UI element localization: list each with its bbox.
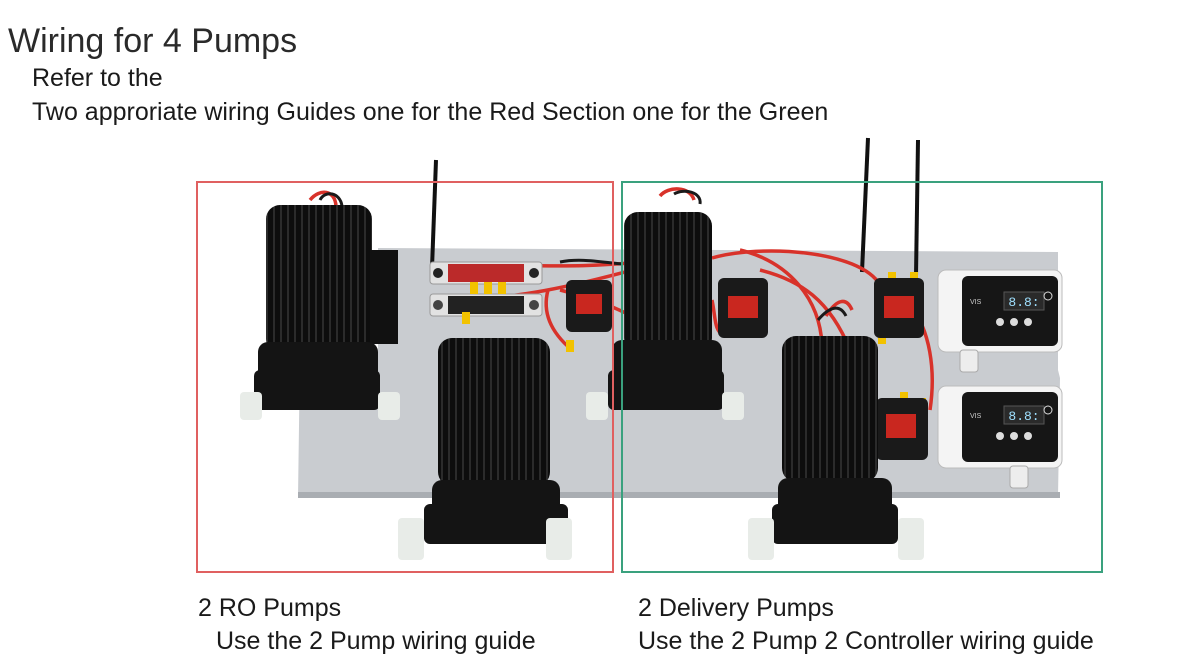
ring-terminal (566, 340, 574, 352)
intro-line-2: Two approriate wiring Guides one for the… (32, 98, 829, 126)
red-section-guide: Use the 2 Pump wiring guide (216, 627, 536, 655)
red-wire (711, 249, 882, 286)
power-icon (1043, 405, 1053, 415)
green-section-box (621, 181, 1103, 573)
delivery-pump-lower (748, 336, 924, 560)
ro-pump-upper (240, 205, 400, 420)
ro-pump-lower (398, 338, 572, 560)
down-button-icon (1010, 318, 1018, 326)
controller-brand: VIS (970, 413, 982, 420)
bus-bar (429, 261, 543, 285)
zip-tie (914, 139, 920, 277)
ring-terminal (484, 282, 492, 294)
intro-line-1: Refer to the (32, 64, 163, 92)
ring-terminal (498, 282, 506, 294)
circuit-breaker (874, 278, 924, 338)
bus-bar (429, 293, 543, 317)
green-section-guide: Use the 2 Pump 2 Controller wiring guide (638, 627, 1094, 655)
red-wire (759, 268, 852, 351)
pump-controller: 8.8: VIS (937, 269, 1063, 373)
red-wire (824, 299, 854, 317)
black-wire (673, 189, 702, 205)
power-icon (1043, 291, 1053, 301)
red-section-title: 2 RO Pumps (198, 594, 342, 622)
mounting-plate-edge (298, 492, 1060, 498)
circuit-breaker (718, 278, 768, 338)
ring-terminal (462, 312, 470, 324)
controller-display: 8.8: (1008, 295, 1039, 310)
down-button-icon (1010, 432, 1018, 440)
circuit-breaker (876, 398, 928, 460)
up-button-icon (996, 432, 1004, 440)
black-wire (559, 258, 623, 266)
green-section-title: 2 Delivery Pumps (638, 594, 834, 622)
controller-brand: VIS (970, 299, 982, 306)
page-title: Wiring for 4 Pumps (8, 22, 298, 60)
red-wire (658, 187, 696, 201)
controller-display: 8.8: (1008, 409, 1039, 424)
set-button-icon (1024, 432, 1032, 440)
red-wire (308, 190, 338, 207)
ring-terminal (470, 282, 478, 294)
delivery-pump-upper (586, 212, 744, 420)
red-section-box (196, 181, 614, 573)
zip-tie (430, 159, 438, 269)
up-button-icon (996, 318, 1004, 326)
black-wire (318, 192, 344, 207)
set-button-icon (1024, 318, 1032, 326)
pump-controller: 8.8: VIS (937, 385, 1063, 489)
black-wire (816, 306, 848, 321)
circuit-breaker (566, 280, 612, 332)
zip-tie (860, 137, 870, 273)
